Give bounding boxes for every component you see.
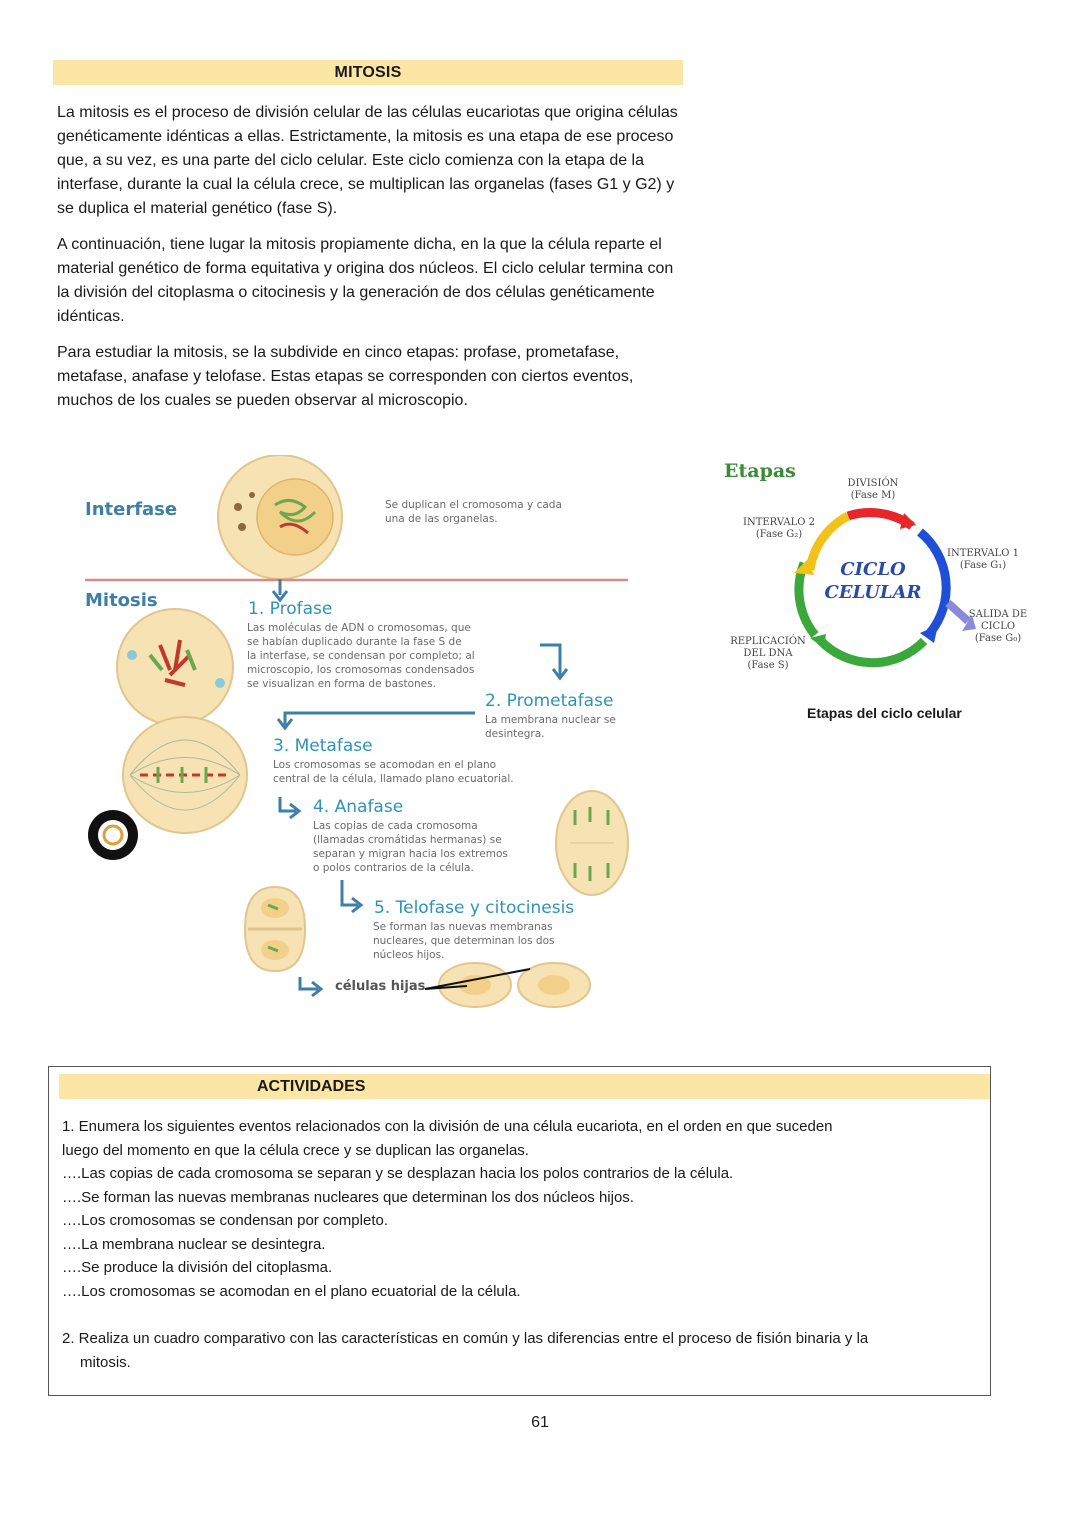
profase-title: 1. Profase	[248, 599, 333, 619]
cell-cycle-figure: Etapas CICLO CELULAR DIVISIÓN (Fase M) I…	[720, 455, 1060, 695]
cycle-salida-label: SALIDA DE CICLO (Fase G₀)	[968, 609, 1028, 644]
activities-title: ACTIVIDADES	[257, 1078, 366, 1095]
telofase-title: 5. Telofase y citocinesis	[374, 898, 575, 918]
mitosis-label: Mitosis	[85, 590, 158, 611]
anafase-cell-illustration	[555, 790, 629, 896]
activities-box: ACTIVIDADES 1. Enumera los siguientes ev…	[48, 1066, 991, 1396]
cycle-intervalo2-label: INTERVALO 2 (Fase G₂)	[743, 517, 815, 540]
intro-paragraph-3: Para estudiar la mitosis, se la subdivid…	[57, 344, 634, 409]
interfase-cell-illustration	[217, 455, 343, 580]
intro-text: La mitosis es el proceso de división cel…	[57, 101, 687, 425]
cycle-caption: Etapas del ciclo celular	[807, 705, 962, 721]
question-2-line-1: 2. Realiza un cuadro comparativo con las…	[62, 1330, 869, 1347]
question-1-item: ….Los cromosomas se condensan por comple…	[62, 1212, 388, 1229]
metafase-description: Los cromosomas se acomodan en el plano c…	[273, 759, 514, 785]
question-1-item: ….La membrana nuclear se desintegra.	[62, 1235, 326, 1253]
metafase-cell-illustration	[122, 716, 248, 834]
activities-header: ACTIVIDADES	[59, 1074, 990, 1099]
question-1-line-2: luego del momento en que la célula crece…	[62, 1141, 529, 1159]
question-1-item: ….Se produce la división del citoplasma.	[62, 1259, 333, 1276]
profase-description: Las moléculas de ADN o cromosomas, que s…	[247, 622, 475, 690]
cell-cycle-ring	[794, 508, 976, 668]
section-title-bar: MITOSIS	[53, 60, 683, 85]
loading-icon	[88, 810, 138, 860]
question-1-item: ….Las copias de cada cromosoma se separa…	[62, 1165, 734, 1182]
question-2-line-2: mitosis.	[80, 1353, 131, 1371]
cycle-replicacion-label: REPLICACIÓN DEL DNA (Fase S)	[730, 636, 806, 671]
cycle-division-label: DIVISIÓN (Fase M)	[847, 478, 899, 501]
question-1-item: ….Los cromosomas se acomodan en el plano…	[62, 1282, 521, 1300]
prometafase-description: La membrana nuclear se desintegra.	[485, 714, 616, 740]
cycle-intervalo1-label: INTERVALO 1 (Fase G₁)	[947, 548, 1019, 571]
prometafase-title: 2. Prometafase	[485, 691, 614, 711]
question-1-item: ….Se forman las nuevas membranas nuclear…	[62, 1188, 634, 1206]
question-1-line-1: 1. Enumera los siguientes eventos relaci…	[62, 1118, 833, 1135]
intro-paragraph-1: La mitosis es el proceso de división cel…	[57, 104, 678, 217]
mitosis-diagram-graphics	[85, 455, 629, 1008]
profase-cell-illustration	[116, 608, 234, 726]
intro-paragraph-2: A continuación, tiene lugar la mitosis p…	[57, 236, 674, 325]
anafase-description: Las copias de cada cromosoma (llamadas c…	[313, 820, 508, 874]
telofase-cell-illustration	[243, 885, 307, 973]
cycle-title: Etapas	[724, 460, 796, 482]
cycle-center-label: CICLO CELULAR	[824, 559, 922, 603]
anafase-title: 4. Anafase	[313, 797, 404, 817]
activities-content: 1. Enumera los siguientes eventos relaci…	[62, 1115, 962, 1374]
daughter-cells-label: células hijas	[335, 979, 426, 994]
interfase-description: Se duplican el cromosoma y cada una de l…	[385, 499, 562, 525]
section-title: MITOSIS	[334, 64, 402, 81]
telofase-description: Se forman las nuevas membranas nucleares…	[373, 921, 555, 961]
daughter-cells-illustration	[424, 962, 591, 1008]
page-number: 61	[531, 1414, 549, 1431]
interfase-label: Interfase	[85, 499, 178, 520]
mitosis-diagram: Interfase Se duplican el cromosoma y cad…	[70, 455, 650, 1030]
metafase-title: 3. Metafase	[273, 736, 373, 756]
